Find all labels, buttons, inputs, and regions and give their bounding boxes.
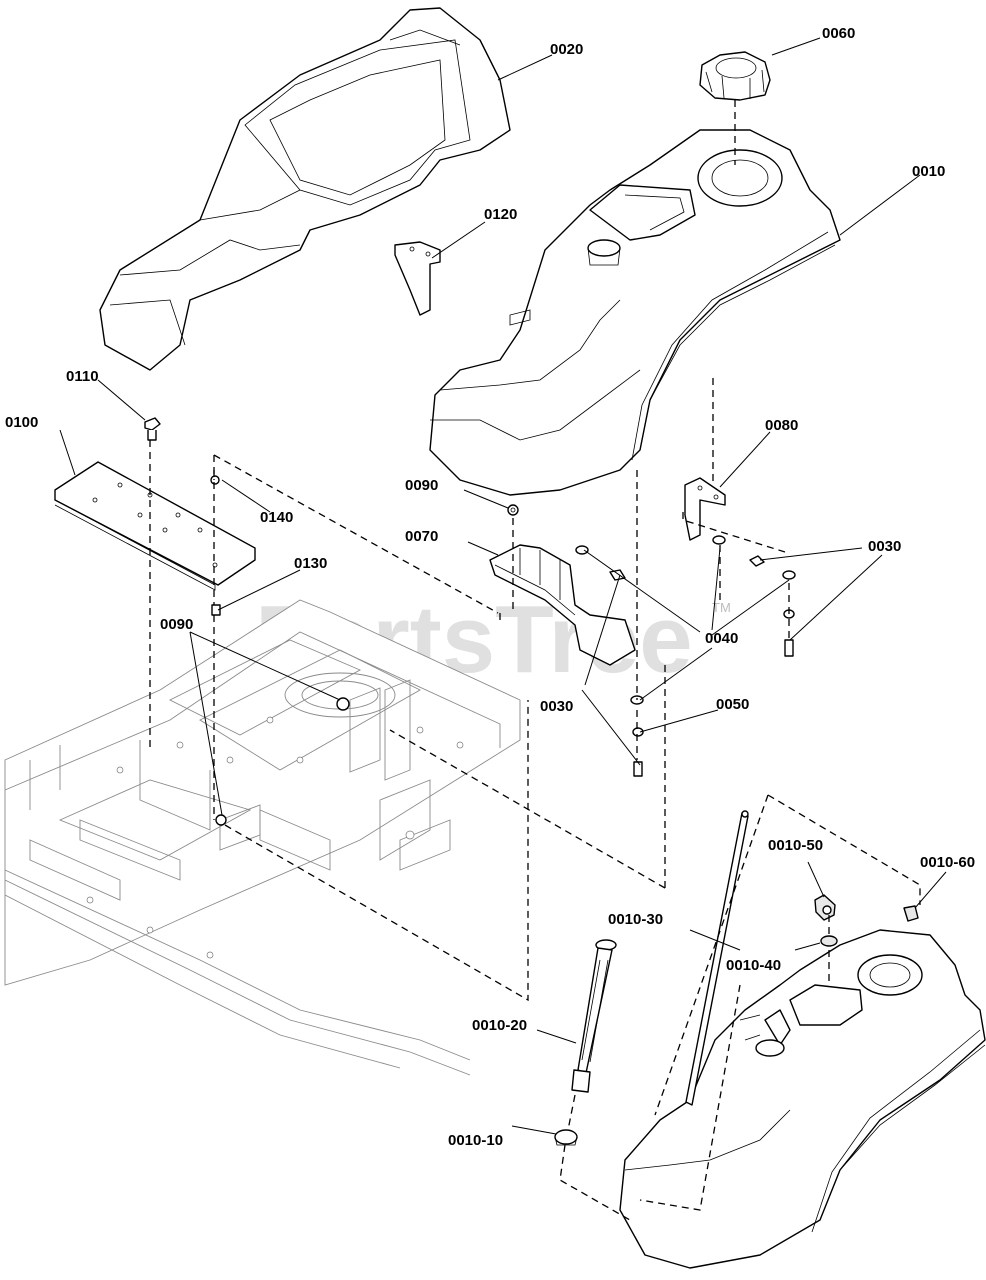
callout-0100: 0100 [5,414,38,431]
callout-0010-50: 0010-50 [768,837,823,854]
part-0020-pan [99,7,511,371]
part-0140-nut [210,475,220,485]
part-0120-bracket [394,241,441,316]
part-0010-50-fitting [814,894,836,921]
callout-0010-10: 0010-10 [448,1132,503,1149]
callout-0130: 0130 [294,555,327,572]
callout-0030-lower: 0030 [540,698,573,715]
part-0010-20-sender [571,939,617,1093]
callout-0040: 0040 [705,630,738,647]
callout-0010: 0010 [912,163,945,180]
part-0060-fuel-cap [699,51,771,101]
part-0010-40-grommet [820,935,838,947]
callout-0050: 0050 [716,696,749,713]
chassis-frame [4,599,521,1076]
callout-0010-40: 0010-40 [726,957,781,974]
callout-0030-right: 0030 [868,538,901,555]
part-0010-30-fuel-line [685,810,749,1106]
assembly-lines [149,100,921,1221]
callout-0020: 0020 [550,41,583,58]
part-0070-bracket [489,544,636,666]
callout-0090-upper: 0090 [405,477,438,494]
part-0110-bolt [144,417,161,441]
callout-0080: 0080 [765,417,798,434]
callout-0010-30: 0010-30 [608,911,663,928]
part-0080-bracket [684,477,726,541]
hardware [215,504,796,826]
leader-lines [59,37,947,1135]
part-0010-fuel-tank [429,129,841,496]
callout-0140: 0140 [260,509,293,526]
part-0130-screw [211,604,221,616]
callouts: 0020 0060 0010 0120 0110 0100 0140 0130 … [5,25,975,1149]
callout-0090-lower: 0090 [160,616,193,633]
callout-0070: 0070 [405,528,438,545]
callout-0060: 0060 [822,25,855,42]
part-0010-60-vent [903,905,919,922]
callout-0120: 0120 [484,206,517,223]
callout-0110: 0110 [66,368,99,385]
watermark-trademark: TM [712,600,731,615]
part-0010-tank-lower-view [619,929,986,1269]
callout-0010-60: 0010-60 [920,854,975,871]
part-0100-plate [54,461,256,591]
callout-0010-20: 0010-20 [472,1017,527,1034]
part-0010-10-grommet [554,1129,578,1146]
